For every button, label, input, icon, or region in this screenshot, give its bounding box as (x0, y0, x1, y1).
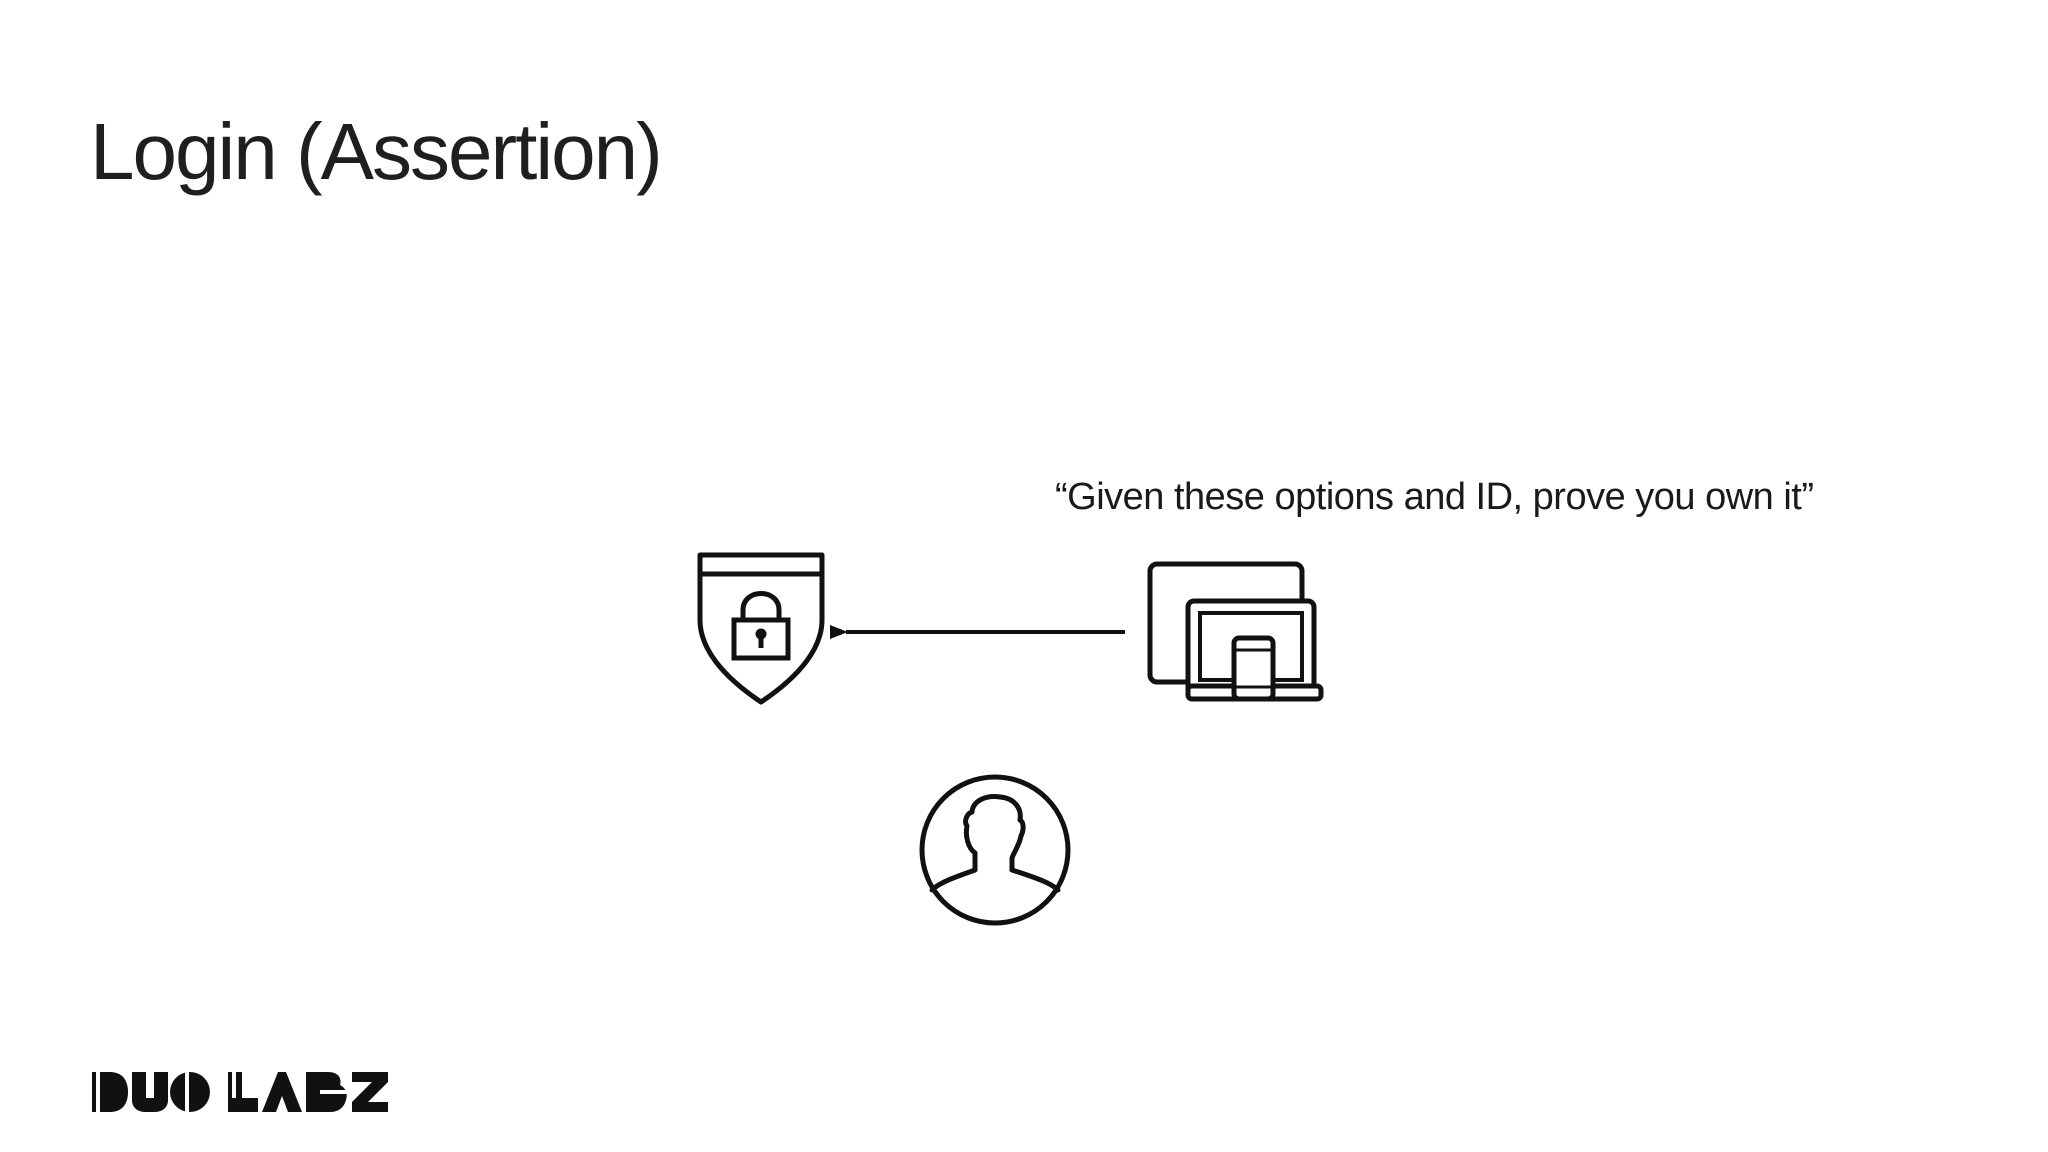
duo-labs-logo (92, 1072, 388, 1112)
devices-icon (1147, 561, 1324, 702)
arrow-caption: “Given these options and ID, prove you o… (1055, 476, 1814, 518)
user-circle-icon (919, 774, 1071, 926)
shield-lock-icon (697, 552, 825, 705)
slide-title: Login (Assertion) (90, 107, 663, 196)
